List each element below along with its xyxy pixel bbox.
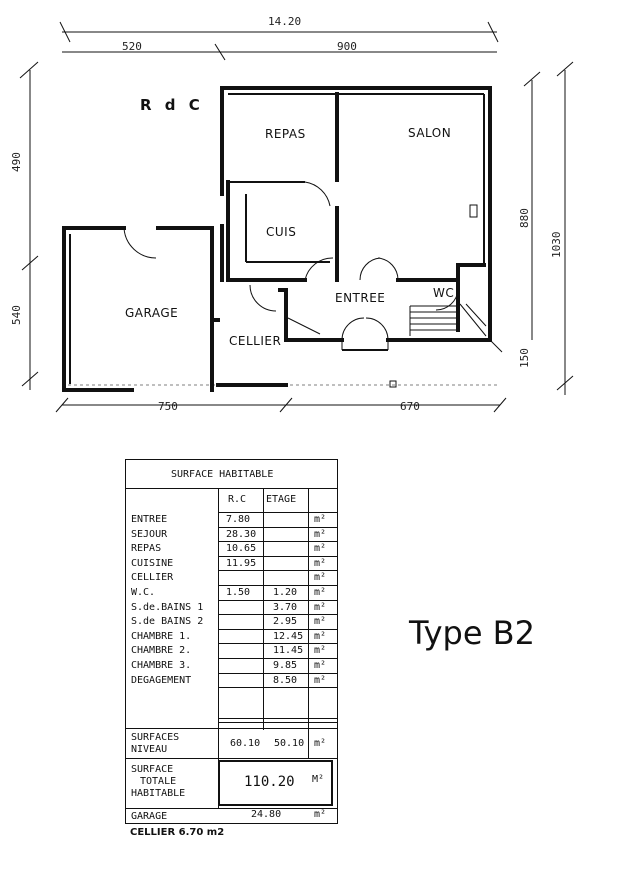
- row-label: S.de.BAINS 1: [131, 601, 204, 613]
- surfaces-niveau-unit: m²: [314, 738, 327, 749]
- stairs: [409, 303, 487, 337]
- dim-bottom-left: 750: [158, 400, 178, 413]
- row-divider: [218, 628, 337, 630]
- row-unit: m²: [314, 572, 327, 584]
- table-title: SURFACE HABITABLE: [171, 469, 274, 480]
- dim-right-inner: 880: [518, 208, 531, 228]
- garage-label: GARAGE: [131, 811, 168, 822]
- row-unit: m²: [314, 543, 327, 555]
- dim-left-lower: 540: [10, 305, 23, 325]
- row-divider: [218, 541, 337, 543]
- row-rc: 1.50: [226, 587, 251, 598]
- row-etage: 8.50: [273, 674, 298, 686]
- row-label: CHAMBRE 1.: [131, 630, 192, 642]
- row-label: DEGAGEMENT: [131, 674, 192, 686]
- row-label: CELLIER: [131, 572, 174, 584]
- total-label-3: HABITABLE: [131, 788, 186, 799]
- row-divider: [218, 658, 337, 659]
- room-labels: REPAS SALON CUIS GARAGE ENTREE WC CELLIE…: [125, 126, 454, 348]
- surfaces-niveau-etage: 50.10: [274, 738, 305, 749]
- dim-left-upper: 490: [10, 152, 23, 172]
- dim-right-small: 150: [518, 348, 531, 368]
- col-rc: R.C: [228, 494, 247, 505]
- walls: [62, 86, 503, 392]
- row-etage: 1.20: [273, 587, 298, 598]
- doors: [123, 181, 478, 388]
- row-divider: [218, 555, 337, 557]
- row-rc: 28.30: [226, 528, 257, 540]
- room-cuis: CUIS: [266, 225, 296, 239]
- surfaces-niveau-rc: 60.10: [230, 738, 261, 749]
- surfaces-niveau-label-2: NIVEAU: [131, 744, 168, 755]
- row-unit: m²: [314, 645, 327, 657]
- row-divider: [218, 687, 337, 689]
- row-etage: 11.45: [273, 645, 304, 657]
- row-label: CUISINE: [131, 557, 174, 569]
- col-etage: ETAGE: [266, 494, 297, 505]
- row-unit: m²: [314, 601, 327, 613]
- total-box: [218, 760, 333, 806]
- row-divider: [218, 585, 337, 586]
- total-value: 110.20: [244, 774, 295, 790]
- surface-table: SURFACE HABITABLE R.C ETAGE ENTREE 7.80 m²…: [125, 459, 338, 824]
- row-etage: 9.85: [273, 660, 298, 671]
- row-unit: m²: [314, 616, 327, 628]
- row-divider: [218, 643, 337, 645]
- row-divider: [218, 599, 337, 601]
- total-label: SURFACE: [131, 764, 174, 775]
- row-divider: [218, 614, 337, 616]
- row-label: CHAMBRE 2.: [131, 645, 192, 657]
- room-cellier: CELLIER: [229, 334, 281, 348]
- dimension-lines: [19, 21, 574, 413]
- row-etage: 3.70: [273, 601, 298, 613]
- room-garage: GARAGE: [125, 306, 178, 320]
- row-divider: [218, 672, 337, 674]
- row-rc: 7.80: [226, 514, 251, 525]
- dimension-labels: 14.20 520 900 490 540 880 1030 150 750 6…: [10, 15, 563, 413]
- room-salon: SALON: [408, 126, 451, 140]
- cellier-note: CELLIER 6.70 m2: [130, 827, 225, 838]
- row-label: ENTREE: [131, 514, 168, 525]
- row-label: W.C.: [131, 587, 156, 598]
- row-rc: 10.65: [226, 543, 257, 555]
- room-entree: ENTREE: [335, 291, 385, 305]
- row-divider: [218, 570, 337, 572]
- total-label-2: TOTALE: [140, 776, 177, 787]
- row-rc: 11.95: [226, 557, 257, 569]
- row-divider: [218, 526, 337, 528]
- row-label: CHAMBRE 3.: [131, 660, 192, 671]
- row-unit: m²: [314, 587, 327, 598]
- row-etage: 12.45: [273, 630, 304, 642]
- row-label: REPAS: [131, 543, 162, 555]
- floor-plan: 14.20 520 900 490 540 880 1030 150 750 6…: [10, 15, 574, 413]
- dim-bottom-right: 670: [400, 400, 420, 413]
- row-label: SEJOUR: [131, 528, 168, 540]
- dim-top-total: 14.20: [268, 15, 301, 28]
- garage-unit: m²: [314, 809, 327, 820]
- total-unit: M²: [312, 774, 325, 785]
- garage-value: 24.80: [251, 809, 282, 820]
- dim-top-left: 520: [122, 40, 142, 53]
- row-unit: m²: [314, 528, 327, 540]
- row-label: S.de BAINS 2: [131, 616, 204, 628]
- level-label: R d C: [140, 96, 204, 114]
- type-label: Type B2: [409, 614, 535, 652]
- row-unit: m²: [314, 660, 327, 671]
- room-repas: REPAS: [265, 127, 306, 141]
- row-etage: 2.95: [273, 616, 298, 628]
- row-unit: m²: [314, 557, 327, 569]
- room-wc: WC: [433, 286, 454, 300]
- row-unit: m²: [314, 630, 327, 642]
- dim-right-outer: 1030: [550, 232, 563, 259]
- surfaces-niveau-label: SURFACES: [131, 732, 180, 743]
- row-unit: m²: [314, 514, 327, 525]
- dim-top-right: 900: [337, 40, 357, 53]
- row-unit: m²: [314, 674, 327, 686]
